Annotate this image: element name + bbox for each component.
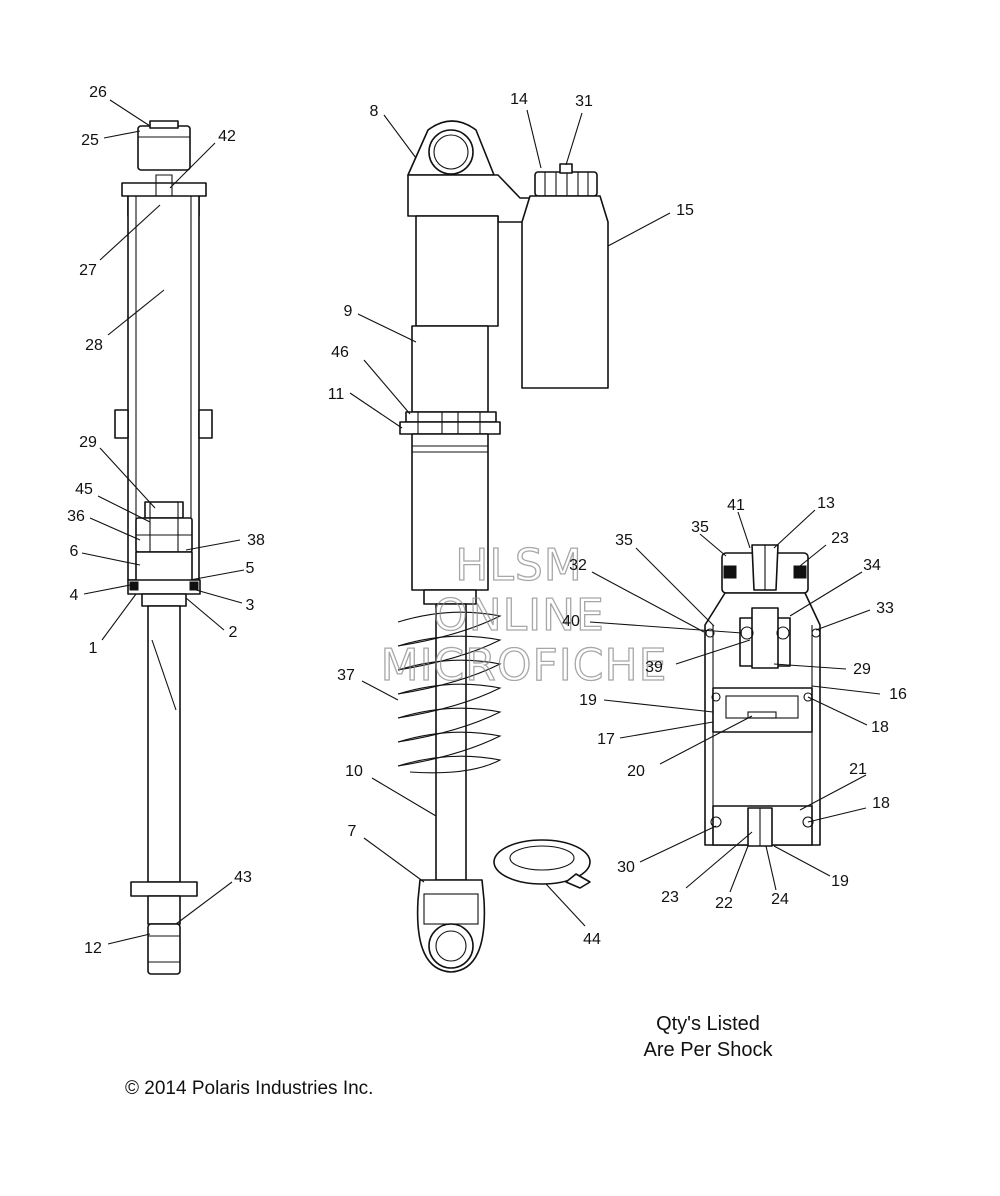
callout: 43 [234,869,252,886]
callout: 33 [876,600,894,617]
callout: 2 [229,624,238,641]
callout: 26 [89,84,107,101]
callout: 24 [771,891,789,908]
callout: 46 [331,344,349,361]
callout: 44 [583,931,601,948]
callout: 30 [617,859,635,876]
callout: 34 [863,557,881,574]
callout: 17 [597,731,615,748]
callout: 8 [370,103,379,120]
callout: 28 [85,337,103,354]
watermark-line-1: HLSM [455,540,583,591]
callout: 21 [849,761,867,778]
reservoir-cross-section [704,544,821,847]
callout: 11 [328,386,345,403]
callout: 41 [727,497,745,514]
callout: 39 [645,659,663,676]
callout: 35 [691,519,709,536]
callout: 19 [831,873,849,890]
callout: 25 [81,132,99,149]
callout: 40 [562,613,580,630]
callout: 32 [569,557,587,574]
callout: 6 [70,543,79,560]
callout: 20 [627,763,645,780]
qty-note-line-1: Qty's Listed [656,1013,760,1035]
callout: 15 [676,202,694,219]
watermark-line-3: MICROFICHE [381,640,668,691]
callout: 16 [889,686,907,703]
callout: 35 [615,532,633,549]
shock-cross-section [114,120,213,975]
callout: 18 [871,719,889,736]
callout: 23 [661,889,679,906]
callout: 19 [579,692,597,709]
callout: 36 [67,508,85,525]
assembled-shock [397,120,609,973]
callout: 29 [853,661,871,678]
callout: 14 [510,91,528,108]
callout: 45 [75,481,93,498]
callout: 9 [344,303,353,320]
callout: 42 [218,128,236,145]
callout: 37 [337,667,355,684]
callout: 13 [817,495,835,512]
leader-lines [81,99,881,945]
qty-note-line-2: Are Per Shock [644,1039,774,1061]
callout: 1 [89,640,98,657]
watermark-line-2: ONLINE [433,590,605,641]
callout: 7 [348,823,357,840]
callout-labels: 26 25 42 27 28 29 45 36 38 6 5 4 3 1 2 4… [67,84,907,957]
callout: 29 [79,434,97,451]
copyright-notice: © 2014 Polaris Industries Inc. [125,1078,373,1099]
callout: 23 [831,530,849,547]
callout: 38 [247,532,265,549]
callout: 12 [84,940,102,957]
callout: 3 [246,597,255,614]
watermark: HLSM ONLINE MICROFICHE [380,539,668,691]
callout: 10 [345,763,363,780]
callout: 27 [79,262,97,279]
callout: 31 [575,93,593,110]
callout: 5 [246,560,255,577]
callout: 4 [70,587,79,604]
callout: 22 [715,895,733,912]
callout: 18 [872,795,890,812]
